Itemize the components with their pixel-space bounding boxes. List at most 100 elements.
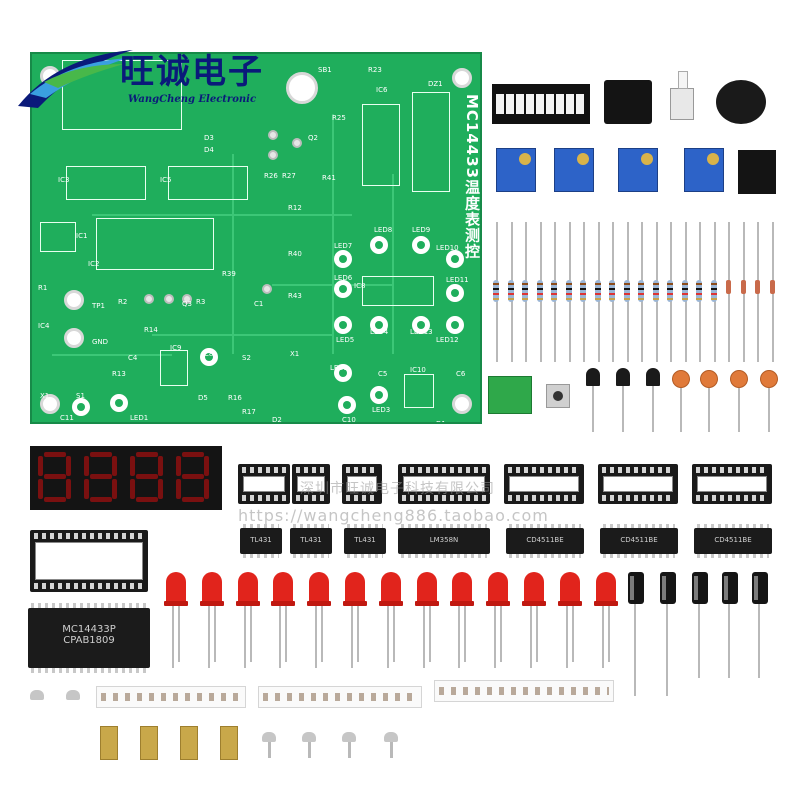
- label-c6: C6: [456, 370, 466, 378]
- label-c1: C1: [254, 300, 264, 308]
- smd-resistor-strip: [96, 686, 246, 708]
- chip-label: TL431: [354, 536, 376, 544]
- label-led3: LED3: [372, 406, 391, 414]
- ic-chip: CD4511BE: [694, 524, 772, 558]
- label-ic3: IC3: [58, 176, 70, 184]
- terminal-block: [488, 376, 532, 414]
- logo-name-en: WangCheng Electronic: [128, 94, 257, 105]
- label-led6: LED6: [334, 274, 353, 282]
- push-switch: [670, 71, 694, 120]
- led13-footprint: [412, 316, 430, 334]
- label-r3: R3: [196, 298, 206, 306]
- red-led: [557, 572, 582, 606]
- smd-resistor-strip: [258, 686, 422, 708]
- screw: [342, 732, 356, 742]
- display-segment: [112, 456, 117, 476]
- ic5-footprint: [168, 166, 248, 200]
- led7-footprint: [334, 250, 352, 268]
- pad: [182, 294, 192, 304]
- display-segment: [84, 479, 89, 499]
- led5-footprint: [334, 316, 352, 334]
- trimpot: [496, 148, 536, 192]
- red-led: [414, 572, 439, 606]
- label-d5: D5: [198, 394, 208, 402]
- display-segment: [90, 452, 112, 457]
- electrolytic-capacitor: [692, 572, 708, 604]
- label-ic1: IC1: [76, 232, 88, 240]
- c11-footprint: [72, 398, 90, 416]
- electrolytic-capacitor: [628, 572, 644, 604]
- swoosh-icon: [18, 50, 133, 108]
- resistor: [522, 280, 528, 302]
- ic-socket-16: [504, 464, 584, 504]
- red-led: [235, 572, 260, 606]
- resistor: [667, 280, 673, 302]
- screw: [302, 732, 316, 742]
- chip-label: CD4511BE: [620, 536, 658, 544]
- label-d1: D1: [436, 420, 446, 424]
- display-segment: [182, 497, 204, 502]
- label-led5: LED5: [336, 336, 355, 344]
- ic3-footprint: [66, 166, 146, 200]
- display-segment: [38, 456, 43, 476]
- ic-chip: CD4511BE: [600, 524, 678, 558]
- mount-hole: [452, 394, 472, 414]
- label-r12: R12: [288, 204, 302, 212]
- label-ic4: IC4: [38, 322, 50, 330]
- red-led: [343, 572, 367, 606]
- diode: [755, 280, 760, 294]
- trimpot: [554, 148, 594, 192]
- red-led: [450, 572, 475, 606]
- label-s1: S1: [76, 392, 85, 400]
- ic-chip: TL431: [240, 524, 282, 558]
- mount-hole: [452, 68, 472, 88]
- logo-name-cn: 旺诚电子: [120, 52, 264, 92]
- label-r26: R26: [264, 172, 278, 180]
- label-led1: LED1: [130, 414, 149, 422]
- display-segment: [112, 479, 117, 499]
- chip-label: LM358N: [429, 536, 459, 544]
- ic8-footprint: [362, 276, 434, 306]
- screw: [384, 732, 398, 742]
- red-led-row: [160, 568, 620, 678]
- pad: [268, 150, 278, 160]
- transistor: [616, 368, 630, 386]
- label-q2: Q2: [308, 134, 318, 142]
- display-segment: [84, 456, 89, 476]
- ic-socket-8: [238, 464, 290, 504]
- led-bar-graph: [492, 84, 590, 124]
- c10-footprint: [338, 396, 356, 414]
- chip-label: TL431: [300, 536, 322, 544]
- label-q3: Q3: [182, 300, 192, 308]
- resistor: [551, 280, 557, 302]
- ic-socket-8: [342, 464, 382, 504]
- resistor-row: [490, 222, 780, 362]
- red-led: [486, 572, 511, 606]
- display-segment: [130, 479, 135, 499]
- label-led12: LED12: [436, 336, 459, 344]
- ic-socket-24: [30, 530, 148, 592]
- label-r14: R14: [144, 326, 158, 334]
- label-x1b: X1: [40, 392, 50, 400]
- smd-resistor-strip: [434, 680, 614, 702]
- label-led11: LED11: [446, 276, 469, 284]
- display-segment: [158, 479, 163, 499]
- red-led: [164, 572, 188, 606]
- label-ic9: IC9: [170, 344, 182, 352]
- label-c4: C4: [128, 354, 138, 362]
- diode: [769, 280, 775, 294]
- ic1-footprint: [40, 222, 76, 252]
- ic6-footprint: [362, 104, 400, 186]
- resistor: [580, 280, 586, 302]
- label-d2: D2: [272, 416, 282, 424]
- display-segment: [66, 456, 71, 476]
- led11-footprint: [446, 284, 464, 302]
- led12-footprint: [446, 316, 464, 334]
- display-segment: [136, 452, 158, 457]
- screw: [30, 690, 44, 700]
- label-led4: LED4: [370, 328, 389, 336]
- red-led: [271, 572, 296, 606]
- label-r17: R17: [242, 408, 256, 416]
- electrolytic-capacitor: [722, 572, 738, 604]
- display-segment: [176, 456, 181, 476]
